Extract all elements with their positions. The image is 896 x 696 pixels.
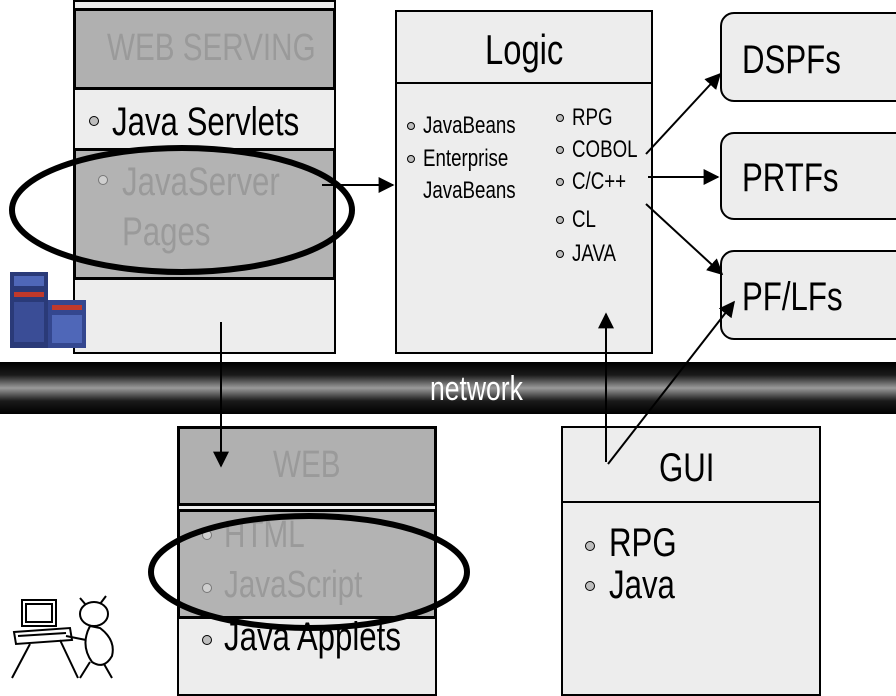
gui-box <box>561 426 821 696</box>
prtfs-box <box>720 132 896 220</box>
dspfs-box <box>720 12 896 102</box>
javascript-label: JavaScript <box>224 564 363 606</box>
logic-box <box>395 10 653 354</box>
javabeans-label: JavaBeans <box>423 112 516 139</box>
gui-title: GUI <box>659 446 715 490</box>
java-applets-label: Java Applets <box>224 615 401 659</box>
gui-java-label: Java <box>609 563 675 607</box>
cpp-label: C/C++ <box>572 168 627 195</box>
bullet <box>556 114 564 122</box>
network-label: network <box>430 370 523 408</box>
bullet <box>407 122 415 130</box>
javaserver-label: JavaServer <box>122 160 280 204</box>
bullet <box>202 583 212 593</box>
network-bar <box>0 362 896 414</box>
bullet <box>407 155 415 163</box>
arrow-logic-to-dspfs <box>645 72 722 155</box>
web-serving-header <box>73 8 336 90</box>
bullet <box>585 541 595 551</box>
bullet <box>585 581 595 591</box>
web-serving-title: WEB SERVING <box>107 27 316 69</box>
enterprise-label: Enterprise <box>423 145 509 172</box>
prtfs-label: PRTFs <box>742 156 839 200</box>
dspfs-label: DSPFs <box>742 38 841 82</box>
cl-label: CL <box>572 206 596 233</box>
cobol-label: COBOL <box>572 136 638 163</box>
java-servlets-label: Java Servlets <box>112 100 300 144</box>
html-label: HTML <box>224 514 305 556</box>
pflfs-box <box>720 250 896 340</box>
pflfs-label: PF/LFs <box>742 275 843 319</box>
bullet <box>556 146 564 154</box>
gui-divider <box>561 501 821 503</box>
rpg-label: RPG <box>572 104 613 131</box>
bullet <box>98 175 108 185</box>
bullet <box>202 635 212 645</box>
bullet <box>89 116 99 126</box>
gui-rpg-label: RPG <box>609 521 677 565</box>
arrow-logic-to-pflfs <box>645 203 724 276</box>
pages-label: Pages <box>122 210 211 254</box>
bullet <box>202 530 212 540</box>
web-title: WEB <box>273 444 341 486</box>
java-label: JAVA <box>572 240 617 267</box>
logic-divider <box>395 82 653 84</box>
logic-title: Logic <box>485 26 564 73</box>
bullet <box>556 250 564 258</box>
enterprise-javabeans-label: JavaBeans <box>423 177 516 204</box>
bullet <box>556 178 564 186</box>
bullet <box>556 216 564 224</box>
